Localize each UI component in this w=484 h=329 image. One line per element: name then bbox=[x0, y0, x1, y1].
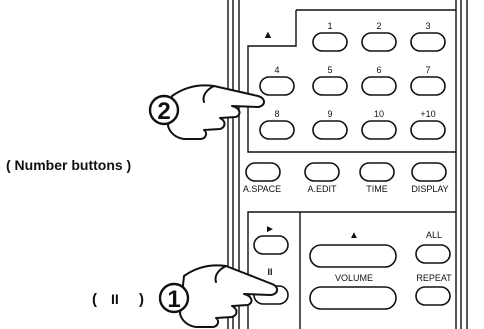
number-label-10: 10 bbox=[374, 109, 384, 119]
pause-icon: II bbox=[267, 267, 272, 277]
step2-badge bbox=[148, 94, 180, 126]
a-space-label: A.SPACE bbox=[243, 184, 281, 194]
all-button[interactable] bbox=[415, 244, 451, 264]
number-label-9: 9 bbox=[327, 109, 332, 119]
number-label-3: 3 bbox=[425, 21, 430, 31]
a-edit-button[interactable] bbox=[304, 162, 340, 182]
time-label: TIME bbox=[366, 184, 388, 194]
number-button-1[interactable] bbox=[312, 32, 348, 52]
a-space-button[interactable] bbox=[245, 162, 281, 182]
number-button-9[interactable] bbox=[312, 120, 348, 140]
play-icon: ► bbox=[265, 224, 275, 235]
number-label-4: 4 bbox=[274, 65, 279, 75]
a-edit-label: A.EDIT bbox=[307, 184, 337, 194]
volume-down-button[interactable] bbox=[309, 286, 397, 310]
number-buttons-caption: ( Number buttons ) bbox=[6, 157, 131, 173]
number-button-2[interactable] bbox=[361, 32, 397, 52]
number-button-3[interactable] bbox=[410, 32, 446, 52]
number-label-6: 6 bbox=[376, 65, 381, 75]
step1-badge bbox=[158, 282, 190, 314]
number-label-8: 8 bbox=[274, 109, 279, 119]
number-label-5: 5 bbox=[327, 65, 332, 75]
number-label-7: 7 bbox=[425, 65, 430, 75]
step2-number: 2 bbox=[157, 98, 170, 125]
number-button-7[interactable] bbox=[410, 76, 446, 96]
step1-number: 1 bbox=[167, 286, 180, 313]
number-button-10[interactable] bbox=[361, 120, 397, 140]
pointing-hand-icon-step2 bbox=[167, 84, 265, 140]
volume-up-icon: ▲ bbox=[349, 230, 359, 241]
volume-label: VOLUME bbox=[335, 273, 373, 283]
volume-button[interactable] bbox=[309, 244, 397, 268]
number-button-plus10[interactable] bbox=[410, 120, 446, 140]
number-label-plus10: +10 bbox=[420, 109, 435, 119]
display-label: DISPLAY bbox=[411, 184, 448, 194]
number-button-4[interactable] bbox=[259, 76, 295, 96]
number-button-6[interactable] bbox=[361, 76, 397, 96]
transport-panel bbox=[247, 211, 456, 329]
pause-caption-close: ) bbox=[139, 291, 144, 308]
pointing-hand-icon-step1 bbox=[179, 264, 278, 328]
number-label-1: 1 bbox=[327, 21, 332, 31]
number-button-8[interactable] bbox=[259, 120, 295, 140]
time-button[interactable] bbox=[359, 162, 395, 182]
number-panel bbox=[247, 9, 456, 153]
display-button[interactable] bbox=[411, 162, 447, 182]
play-button[interactable] bbox=[253, 235, 289, 255]
eject-icon: ▲ bbox=[263, 29, 274, 41]
number-label-2: 2 bbox=[376, 21, 381, 31]
all-label: ALL bbox=[426, 230, 442, 240]
pause-caption-symbol: II bbox=[111, 291, 119, 307]
repeat-label: REPEAT bbox=[416, 273, 452, 283]
number-button-5[interactable] bbox=[312, 76, 348, 96]
pause-caption-open: ( bbox=[92, 291, 97, 308]
repeat-button[interactable] bbox=[415, 286, 451, 306]
